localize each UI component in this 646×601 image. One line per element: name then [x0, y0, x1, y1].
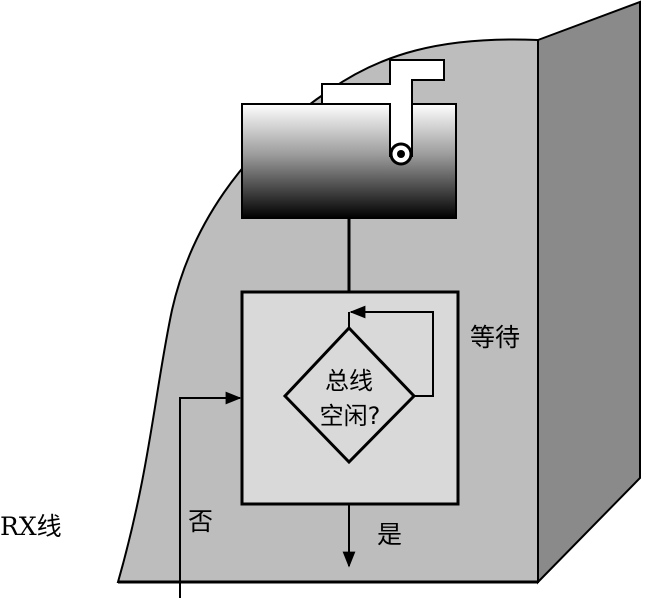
- side-panel: [537, 0, 641, 585]
- no-label: 否: [188, 507, 213, 536]
- wait-label: 等待: [470, 323, 520, 352]
- no-arrow: [179, 391, 242, 598]
- yes-label: 是: [377, 520, 402, 549]
- hook-bracket: [321, 59, 445, 157]
- wait-loop-arrow: [349, 305, 434, 397]
- decision-label-line1: 总线: [325, 367, 373, 395]
- tank: [241, 103, 457, 219]
- rx-line-label: RX线: [0, 512, 62, 541]
- decision-label-line2: 空闲?: [320, 402, 381, 430]
- decision-diamond: [282, 325, 417, 465]
